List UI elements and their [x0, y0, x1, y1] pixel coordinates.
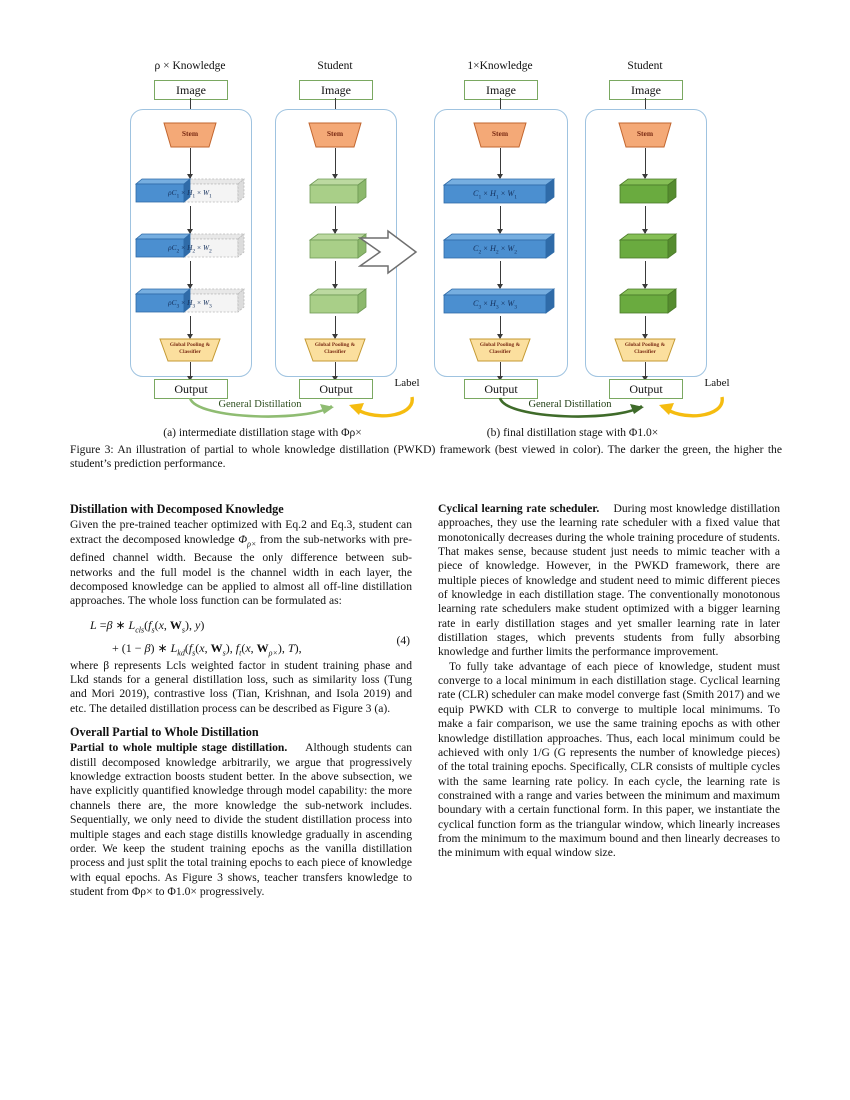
right-paragraph-2: To fully take advantage of each piece of… [438, 659, 781, 860]
panel-a-student-arrow-3 [332, 206, 338, 234]
panel-a-teacher-block-1: ρC1 × H1 × W1 [134, 178, 246, 206]
panel-b-label-arrow [659, 396, 724, 418]
panel-b-student-block-1 [618, 178, 680, 206]
heading-distillation-decomposed: Distillation with Decomposed Knowledge [70, 502, 284, 516]
panel-a-teacher-arrow-2 [187, 148, 193, 179]
panel-b-student-arrow-6 [642, 362, 648, 381]
left-paragraph-3: Partial to whole multiple stage distilla… [70, 741, 412, 899]
panel-b-student-pooling: Global Pooling & Classifier [613, 338, 677, 362]
right-text-column: Cyclical learning rate scheduler. During… [438, 502, 780, 861]
equation-4: L =β ∗ Lcls(fs(x, Ws), y) + (1 − β) ∗ Lk… [70, 616, 412, 658]
panel-b-student-image-box: Image [609, 80, 683, 100]
panel-a-distillation-arrow [188, 397, 334, 418]
panel-b-teacher-title: 1×Knowledge [467, 60, 533, 72]
panel-a-student-output-box: Output [299, 379, 373, 399]
panel-a-student-arrow-4 [332, 261, 338, 289]
panel-b-label-text: Label [704, 377, 730, 389]
panel-b-teacher-block-1-label: C1 × H1 × W1 [472, 189, 518, 201]
panel-a-label-arrow [349, 396, 414, 418]
panel-b-teacher-stem: Stem [472, 122, 528, 148]
panel-b-teacher-block-2: C2 × H2 × W2 [442, 233, 558, 261]
transition-arrow-icon [358, 229, 418, 275]
panel-b-student-arrow-2 [642, 148, 648, 179]
left-text-column: Distillation with Decomposed Knowledge G… [70, 502, 412, 899]
spacer-1 [70, 716, 412, 725]
panel-b-student-block-3 [618, 288, 680, 316]
panel-b-teacher-block-3: C3 × H3 × W3 [442, 288, 558, 316]
panel-b-student-block-2 [618, 233, 680, 261]
panel-a-teacher-title: ρ × Knowledge [154, 60, 226, 72]
panel-b-student-output-box: Output [609, 379, 683, 399]
panel-a-teacher-arrow-5 [187, 316, 193, 339]
panel-a-teacher-pooling: Global Pooling & Classifier [158, 338, 222, 362]
panel-a-teacher-image-box: Image [154, 80, 228, 100]
panel-a-student-block-1 [308, 178, 370, 206]
panel-b-teacher-block-3-label: C3 × H3 × W3 [472, 299, 518, 311]
panel-b-teacher-image-box: Image [464, 80, 538, 100]
panel-a-teacher-block-3-label: ρC3 × H3 × W3 [168, 298, 212, 310]
figure-caption: Figure 3: An illustration of partial to … [70, 443, 782, 471]
panel-a-student-block-2 [308, 233, 370, 261]
panel-a-teacher-arrow-3 [187, 206, 193, 234]
panel-a-teacher-stem: Stem [162, 122, 218, 148]
panel-a-teacher-block-3: ρC3 × H3 × W3 [134, 288, 246, 316]
panel-b-distillation-arrow [498, 397, 644, 418]
panel-b-teacher-arrow-6 [497, 362, 503, 381]
panel-b-student-arrow-5 [642, 316, 648, 339]
panel-a-teacher-block-2: ρC2 × H2 × W2 [134, 233, 246, 261]
panel-b-teacher-output-box: Output [464, 379, 538, 399]
panel-b-student-arrow-4 [642, 261, 648, 289]
panel-b-student-arrow-3 [642, 206, 648, 234]
left-paragraph-2: where β represents Lcls weighted factor … [70, 658, 412, 715]
panel-a-student-arrow-6 [332, 362, 338, 381]
panel-a-student-block-3 [308, 288, 370, 316]
phi-rho-symbol: Φρ× [238, 532, 257, 548]
panel-a-teacher-block-1-label: ρC1 × H1 × W1 [168, 188, 212, 200]
heading-overall-partial-whole: Overall Partial to Whole Distillation [70, 725, 259, 740]
panel-a-student-pooling: Global Pooling & Classifier [303, 338, 367, 362]
panel-a-student-image-box: Image [299, 80, 373, 100]
left-para1-part-b: from the sub-networks with pre-defined c… [70, 532, 412, 608]
panel-a-teacher-arrow-4 [187, 261, 193, 289]
left-para1-part-a: Given the pre-trained teacher optimized … [70, 518, 412, 546]
figure-3: ρ × Knowledge Student Image Image Stem S… [70, 60, 780, 439]
panel-b-teacher-arrow-2 [497, 148, 503, 179]
panel-b-subcaption: (b) final distillation stage with Φ1.0× [486, 427, 659, 439]
right-paragraph-1: Cyclical learning rate scheduler. During… [438, 502, 780, 660]
panel-b-teacher-pooling: Global Pooling & Classifier [468, 338, 532, 362]
panel-a-student-title: Student [317, 60, 353, 72]
panel-a-distillation-label: General Distillation [218, 399, 302, 410]
panel-b-student-title: Student [627, 60, 663, 72]
left-para3-runin: Partial to whole multiple stage distilla… [70, 741, 288, 755]
panel-b-teacher-block-1: C1 × H1 × W1 [442, 178, 558, 206]
equation-4-number: (4) [396, 633, 410, 647]
panel-a-student-arrow-2 [332, 148, 338, 179]
panel-a-student-stem: Stem [307, 122, 363, 148]
panel-a-student-arrow-5 [332, 316, 338, 339]
panel-b-teacher-arrow-5 [497, 316, 503, 339]
panel-a-teacher-arrow-6 [187, 362, 193, 381]
left-para3-body: Although students can distill decomposed… [70, 741, 413, 898]
panel-b-teacher-arrow-3 [497, 206, 503, 234]
left-paragraph-1: Given the pre-trained teacher optimized … [70, 518, 412, 608]
panel-a-teacher-block-2-label: ρC2 × H2 × W2 [168, 243, 212, 255]
panel-b-teacher-block-2-label: C2 × H2 × W2 [472, 244, 518, 256]
panel-b-student-stem: Stem [617, 122, 673, 148]
right-para1-body: During most knowledge distillation appro… [438, 502, 780, 659]
panel-b-teacher-arrow-4 [497, 261, 503, 289]
panel-a-subcaption: (a) intermediate distillation stage with… [163, 427, 362, 439]
equation-4-body: L =β ∗ Lcls(fs(x, Ws), y) + (1 − β) ∗ Lk… [90, 617, 302, 658]
panel-a-label-text: Label [394, 377, 420, 389]
panel-b-distillation-label: General Distillation [528, 399, 612, 410]
right-para1-runin: Cyclical learning rate scheduler. [438, 502, 600, 515]
